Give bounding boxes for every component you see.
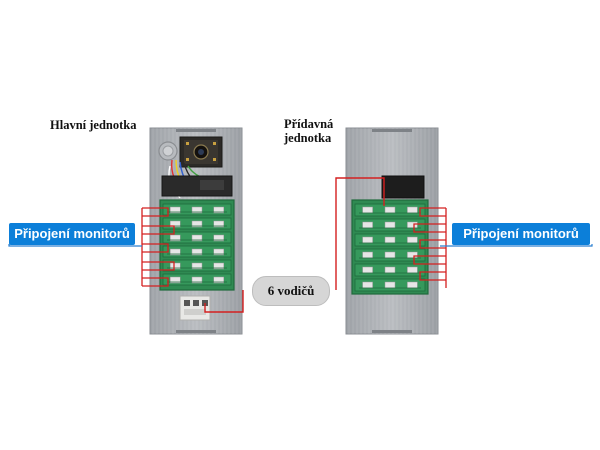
extension-unit-panel (345, 127, 439, 335)
red-wire (142, 225, 175, 235)
main-connector (169, 234, 181, 242)
extension-connector (407, 281, 418, 289)
extension-connector (384, 251, 396, 259)
camera-module (179, 136, 223, 168)
extension-connector (384, 236, 396, 244)
main-connector (213, 248, 225, 256)
main-connector (213, 276, 225, 284)
extension-unit-title: Přídavná jednotka (284, 117, 333, 145)
extension-button-board (351, 199, 429, 295)
red-wire (419, 271, 446, 281)
red-wire (142, 243, 169, 253)
extension-connector (407, 221, 418, 229)
six-wire-cable (204, 177, 385, 313)
main-connector (213, 234, 225, 242)
extension-connector (362, 251, 373, 259)
main-connector (169, 248, 181, 256)
extension-connector (407, 251, 418, 259)
extension-connector (362, 236, 373, 244)
main-connector (213, 262, 225, 270)
red-wire (413, 255, 446, 265)
extension-connector (362, 266, 373, 274)
main-connector (213, 206, 225, 214)
main-connector (191, 220, 203, 228)
red-wire (419, 207, 446, 217)
cable-wire-count-label: 6 vodičů (252, 276, 330, 306)
main-connector (169, 262, 181, 270)
extension-connector (362, 206, 373, 214)
red-wire (413, 223, 446, 233)
extension-connector (384, 221, 396, 229)
extension-connector (407, 266, 418, 274)
red-wires (141, 207, 447, 288)
main-connector (191, 234, 203, 242)
main-connector (191, 262, 203, 270)
extension-connector (384, 266, 396, 274)
main-connector (191, 276, 203, 284)
extension-connector (407, 206, 418, 214)
main-connector (191, 248, 203, 256)
right-monitor-connection-label: Připojení monitorů (452, 223, 590, 245)
red-wire (419, 239, 446, 249)
extension-unit-title-line1: Přídavná (284, 117, 334, 131)
red-wire (142, 277, 169, 287)
main-unit-title: Hlavní jednotka (50, 118, 137, 132)
left-monitor-connection-label: Připojení monitorů (9, 223, 135, 245)
red-wire (142, 261, 175, 271)
extension-connector (362, 281, 373, 289)
extension-upper-board (381, 175, 425, 199)
main-connector (191, 206, 203, 214)
extension-unit-title-line2: jednotka (284, 131, 332, 145)
extension-connector (407, 236, 418, 244)
red-wire (142, 207, 169, 217)
main-connector (169, 220, 181, 228)
main-connector (169, 276, 181, 284)
main-connector (169, 206, 181, 214)
main-connector (213, 220, 225, 228)
extension-connector (384, 281, 396, 289)
main-button-board (159, 199, 235, 291)
main-unit-panel (149, 127, 243, 335)
extension-connector (362, 221, 373, 229)
extension-connector (384, 206, 396, 214)
